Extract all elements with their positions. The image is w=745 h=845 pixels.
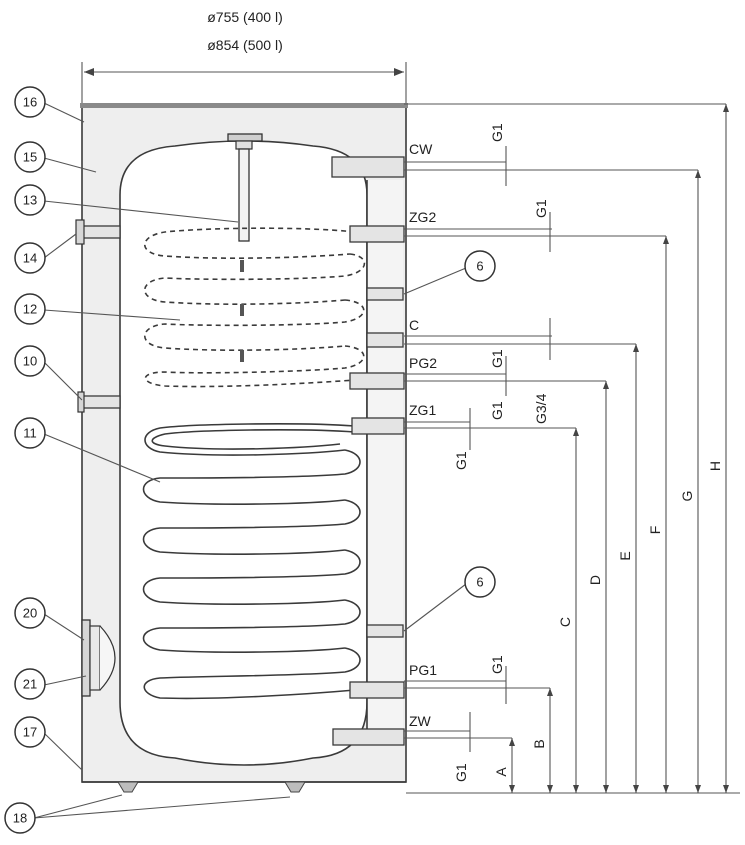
- height-c: C: [557, 617, 573, 627]
- label-zg2: ZG2: [409, 209, 436, 225]
- callout-13: 13: [14, 184, 46, 216]
- height-g: G: [679, 491, 695, 502]
- callout-20: 20: [14, 597, 46, 629]
- thread-c: G3/4: [533, 393, 549, 424]
- height-dimension-lines: [509, 104, 729, 793]
- height-f: F: [647, 526, 663, 535]
- callout-15: 15: [14, 141, 46, 173]
- extension-lines: [404, 103, 740, 794]
- svg-text:6: 6: [476, 259, 483, 274]
- svg-text:18: 18: [13, 811, 27, 826]
- thread-zg1: G1: [453, 451, 469, 470]
- callout-10: 10: [14, 345, 46, 377]
- diameter-500-label: ø854 (500 l): [207, 37, 282, 53]
- svg-text:15: 15: [23, 150, 37, 165]
- callout-6-lower: 6: [464, 566, 496, 598]
- lower-heat-exchanger-coil: [142, 423, 361, 700]
- label-cw: CW: [409, 141, 433, 157]
- svg-text:17: 17: [23, 725, 37, 740]
- height-a: A: [493, 767, 509, 777]
- height-h: H: [707, 461, 723, 471]
- callout-14: 14: [14, 242, 46, 274]
- callout-6-upper: 6: [464, 250, 496, 282]
- callout-17: 17: [14, 716, 46, 748]
- diameter-dimension-line: [81, 62, 407, 108]
- svg-text:12: 12: [23, 302, 37, 317]
- anode-rod: [227, 133, 263, 242]
- connection-pipes: [331, 156, 405, 746]
- svg-text:14: 14: [23, 251, 37, 266]
- height-b: B: [531, 739, 547, 748]
- callout-12: 12: [14, 293, 46, 325]
- thread-cw: G1: [489, 123, 505, 142]
- svg-text:6: 6: [476, 575, 483, 590]
- thread-ticks: [469, 146, 551, 752]
- svg-text:20: 20: [23, 606, 37, 621]
- label-pg2: PG2: [409, 355, 437, 371]
- diameter-400-label: ø755 (400 l): [207, 9, 282, 25]
- label-c: C: [409, 317, 419, 333]
- thread-pg2: G1: [489, 349, 505, 368]
- callout-21: 21: [14, 668, 46, 700]
- thread-pg1: G1: [489, 655, 505, 674]
- thread-zg2: G1: [533, 199, 549, 218]
- thread-zw: G1: [453, 763, 469, 782]
- label-zw: ZW: [409, 713, 432, 729]
- svg-text:21: 21: [23, 677, 37, 692]
- svg-text:16: 16: [23, 95, 37, 110]
- svg-text:11: 11: [23, 426, 37, 441]
- left-fittings: [75, 219, 121, 697]
- upper-heat-exchanger-coil: [144, 227, 366, 388]
- height-e: E: [617, 551, 633, 560]
- callout-16: 16: [14, 86, 46, 118]
- label-pg1: PG1: [409, 662, 437, 678]
- height-d: D: [587, 575, 603, 585]
- thread-zg1-upper: G1: [489, 401, 505, 420]
- callout-18: 18: [4, 802, 36, 834]
- top-cover: [80, 103, 408, 108]
- svg-text:10: 10: [23, 354, 37, 369]
- callout-leaders: [33, 102, 467, 819]
- svg-text:13: 13: [23, 193, 37, 208]
- label-zg1: ZG1: [409, 402, 436, 418]
- tank-feet: [117, 781, 306, 793]
- callout-11: 11: [14, 417, 46, 449]
